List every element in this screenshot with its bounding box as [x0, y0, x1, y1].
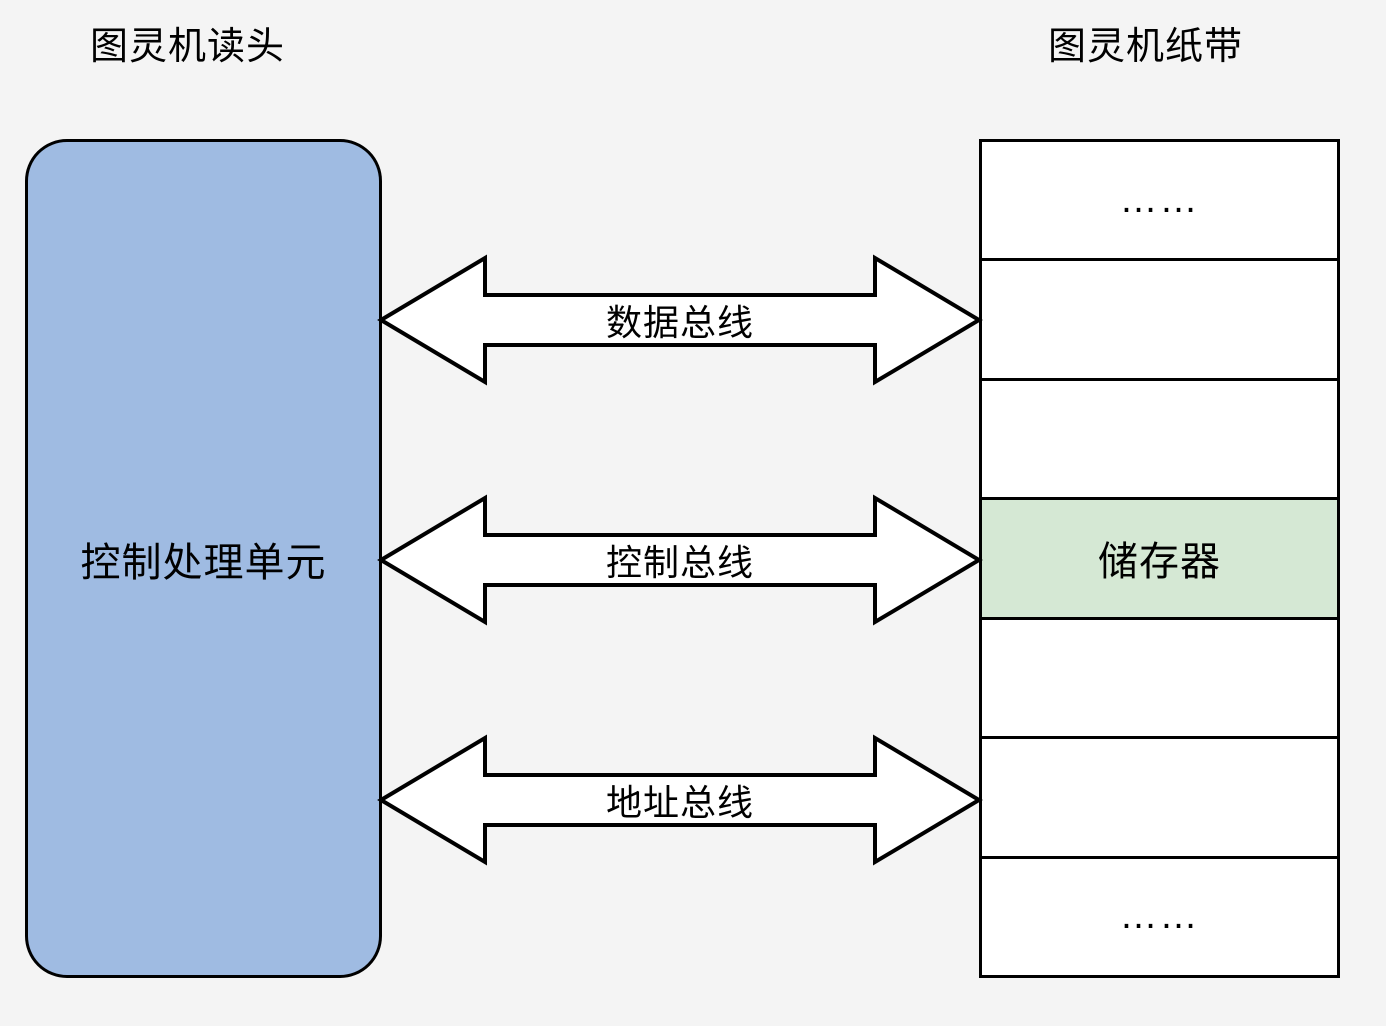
double-arrow-icon [381, 258, 979, 382]
tape-cell[interactable]: …… [982, 142, 1337, 262]
double-arrow-icon [381, 738, 979, 862]
tape-block: …… 储存器 …… [979, 139, 1340, 978]
double-arrow-icon [381, 498, 979, 622]
tape-cell[interactable] [982, 261, 1337, 381]
tape-cell-label: …… [1119, 178, 1200, 221]
tape-cell-label: …… [1119, 895, 1200, 938]
tape-cell[interactable] [982, 619, 1337, 740]
bus-address[interactable]: 地址总线 [381, 738, 979, 862]
tape-cell-memory[interactable]: 储存器 [982, 500, 1337, 620]
page-title-left: 图灵机读头 [90, 26, 286, 68]
tape-cell[interactable]: …… [982, 858, 1337, 975]
cpu-block-label: 控制处理单元 [80, 540, 327, 585]
bus-control[interactable]: 控制总线 [381, 498, 979, 622]
tape-cell[interactable] [982, 739, 1337, 859]
tape-cell[interactable] [982, 380, 1337, 501]
cpu-block[interactable]: 控制处理单元 [25, 139, 382, 978]
tape-cell-label: 储存器 [1098, 540, 1221, 585]
page-title-right: 图灵机纸带 [1048, 26, 1244, 68]
bus-data[interactable]: 数据总线 [381, 258, 979, 382]
